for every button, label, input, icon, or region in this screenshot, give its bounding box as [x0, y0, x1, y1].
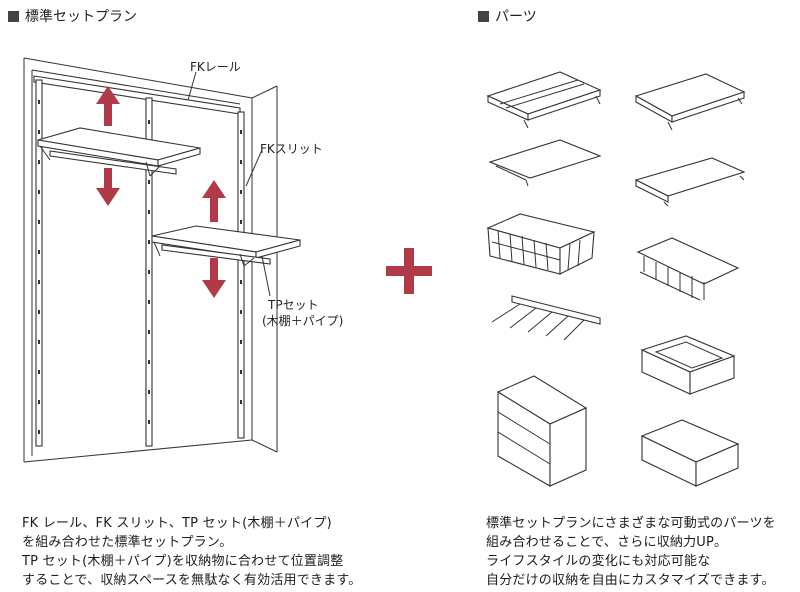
adjust-arrows [96, 86, 226, 298]
caption-line: FK レール、FK スリット、TP セット(木棚＋パイプ) [22, 516, 332, 531]
caption-line: を組み合わせた標準セットプラン。 [22, 535, 233, 550]
part-tray [640, 335, 736, 395]
closet-frame [23, 57, 278, 463]
part-glass-shelf [634, 157, 746, 207]
arrow-up-icon [96, 86, 120, 126]
part-chest [496, 375, 588, 487]
part-pipe-hanger [488, 139, 602, 187]
standard-plan-header: 標準セットプラン [8, 6, 137, 26]
arrow-down-icon [96, 168, 120, 206]
caption-line: 組み合わせることで、さらに収納力UP。 [486, 535, 728, 550]
arrow-up-icon [202, 180, 226, 222]
part-drawer-box [640, 419, 740, 487]
caption-line: ライフスタイルの変化にも対応可能な [486, 554, 711, 569]
parts-title: パーツ [495, 9, 537, 25]
fk-rail-label: FKレール [190, 60, 241, 74]
fk-rail [33, 75, 241, 115]
part-shelf-board [634, 73, 746, 131]
lower-shelf [151, 225, 301, 267]
arrow-down-icon [202, 258, 226, 298]
part-hook-bar [491, 295, 601, 341]
part-trouser-rack [636, 237, 740, 301]
caption-line: 標準セットプランにさまざまな可動式のパーツを [486, 516, 776, 531]
upper-shelf [37, 127, 201, 177]
standard-plan-caption: FK レール、FK スリット、TP セット(木棚＋パイプ) を組み合わせた標準セ… [22, 514, 361, 590]
parts-caption: 標準セットプランにさまざまな可動式のパーツを 組み合わせることで、さらに収納力U… [486, 514, 776, 590]
square-bullet-icon [478, 10, 489, 22]
caption-line: TP セット(木棚＋パイプ)を収納物に合わせて位置調整 [22, 554, 344, 569]
caption-line: することで、収納スペースを無駄なく有効活用できます。 [22, 573, 362, 588]
caption-line: 自分だけの収納を自由にカスタマイズできます。 [486, 573, 775, 588]
parts-header: パーツ [478, 6, 537, 26]
part-wire-basket [486, 213, 596, 275]
tp-set-label-2: (木棚＋パイプ) [262, 314, 344, 328]
standard-plan-title: 標準セットプラン [25, 9, 137, 25]
part-pipe-bracket [486, 71, 602, 129]
fk-slit-label: FKスリット [260, 142, 323, 156]
tp-set-label-1: TPセット [268, 298, 319, 312]
square-bullet-icon [8, 10, 19, 22]
plus-icon [386, 248, 432, 294]
leader-lines [187, 71, 271, 297]
fk-slits [35, 79, 245, 447]
